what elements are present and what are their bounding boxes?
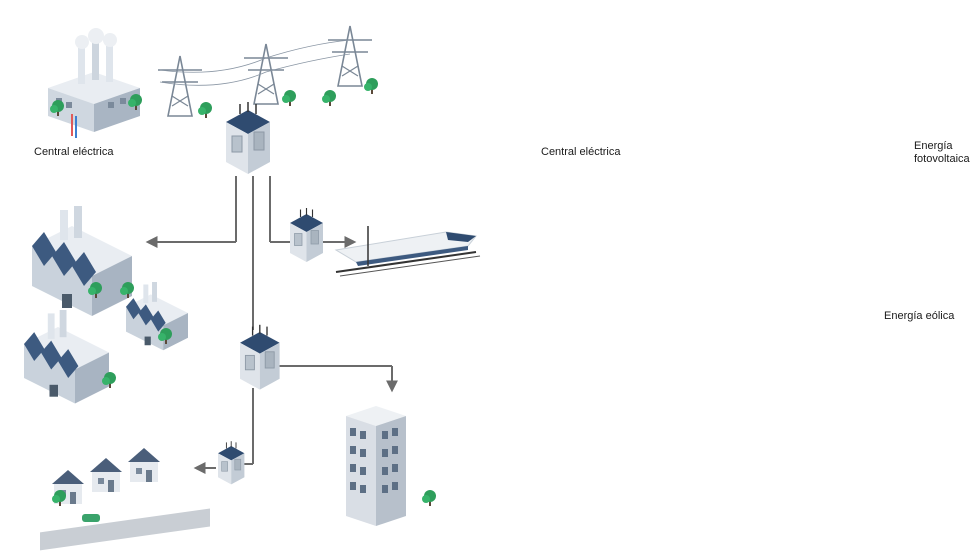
office-building-icon [346,406,406,526]
factory-icon [32,206,132,316]
power-plant-label: Central eléctrica [541,146,621,158]
train-icon [335,231,481,277]
factory-icon [126,282,188,351]
solar-energy-label-line2: fotovoltaica [914,153,970,165]
pylon-icon [157,25,373,117]
main-substation-icon [225,101,271,175]
houses-icon [40,448,210,551]
grid-connection-lines [145,176,398,474]
power-plant-label: Central eléctrica [34,146,114,158]
solar-energy-label: Energía fotovoltaica [914,140,970,166]
transformer-icon [217,440,245,485]
left-panel [24,25,481,551]
factory-icon [24,310,109,404]
power-plant-icon [47,27,141,139]
transformer-icon [289,207,324,263]
wind-energy-label: Energía eólica [884,310,955,322]
transformer-icon [239,324,281,391]
solar-energy-label-line1: Energía [914,140,953,152]
